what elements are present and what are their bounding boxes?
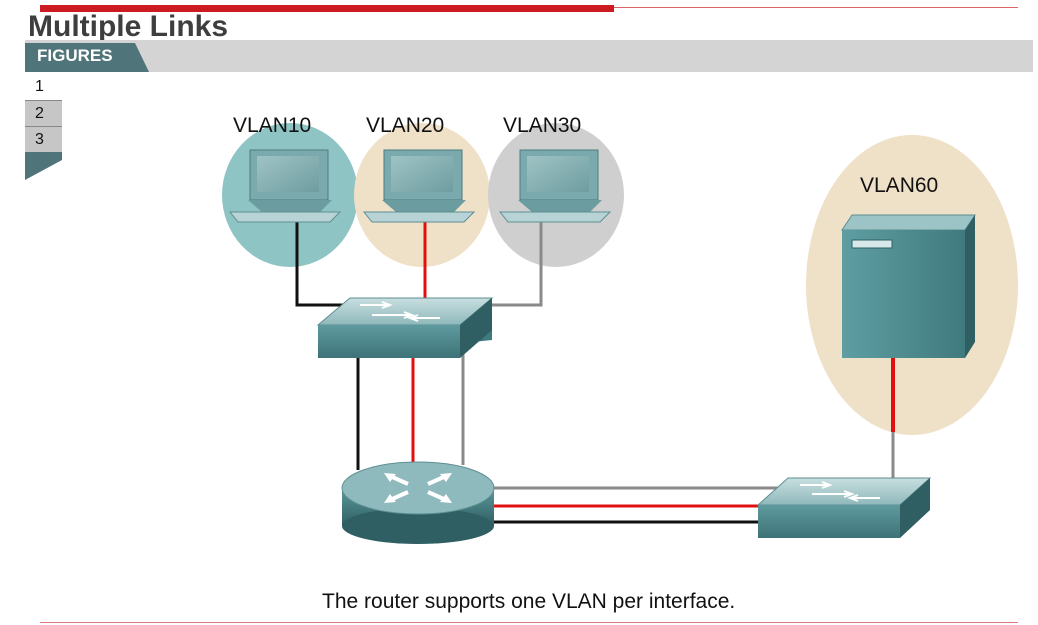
- footer-rule: [40, 622, 1018, 623]
- header-rule: [614, 7, 1018, 8]
- server-icon: [841, 214, 976, 358]
- figures-tab: [25, 43, 149, 72]
- page-title: Multiple Links: [28, 10, 229, 43]
- vlan20-label: VLAN20: [366, 114, 444, 137]
- header-red-bar: [40, 5, 614, 12]
- access-switch-icon: [756, 477, 932, 538]
- vlan10-pc-icon: [228, 149, 342, 223]
- vlan30-pc-link: [488, 222, 543, 307]
- vlan20-pc-icon: [362, 149, 476, 223]
- vlan60-label: VLAN60: [860, 174, 938, 197]
- diagram-caption: The router supports one VLAN per interfa…: [322, 590, 736, 613]
- figures-label: FIGURES: [37, 46, 113, 65]
- router-icon: [341, 461, 495, 544]
- figure-nav-3[interactable]: 3: [25, 126, 62, 152]
- vlan10-label: VLAN10: [233, 114, 311, 137]
- vlan30-pc-icon: [498, 149, 612, 223]
- figure-nav-2[interactable]: 2: [25, 100, 62, 126]
- vlan10-pc-link: [295, 222, 350, 307]
- top-switch-icon: [316, 297, 494, 358]
- figure-nav-1[interactable]: 1: [25, 74, 62, 100]
- figures-bar: [25, 40, 1033, 72]
- vlan30-label: VLAN30: [503, 114, 581, 137]
